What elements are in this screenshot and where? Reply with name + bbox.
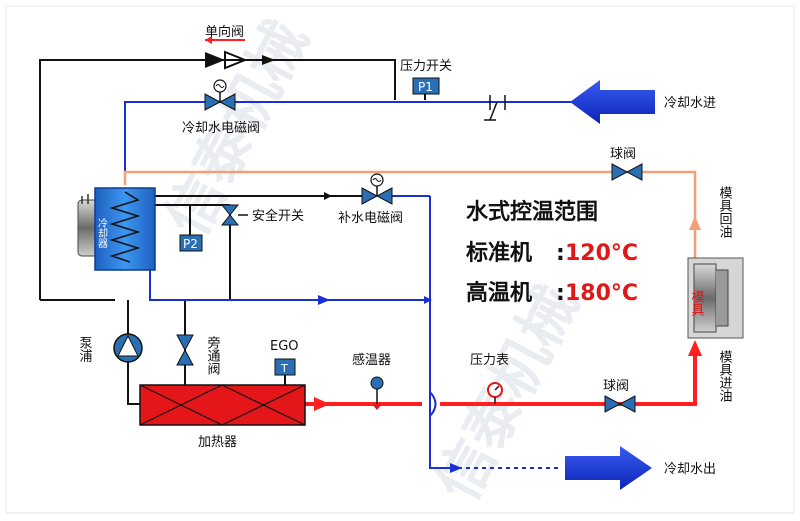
ball-valve-top [611, 163, 643, 181]
manual-valve [484, 95, 506, 121]
p1-label: P1 [418, 80, 433, 94]
high-temp-machine-label: 高温机 [466, 280, 532, 306]
pressure-gauge-label: 压力表 [470, 353, 509, 368]
ego-sensor [274, 358, 296, 376]
pump [113, 333, 143, 363]
p2-label: P2 [183, 237, 198, 251]
pressure-switch-p2 [179, 234, 203, 252]
cooling-solenoid-valve [204, 79, 236, 111]
pipe-crossover [429, 391, 437, 417]
ball-valve-bottom-label: 球阀 [603, 379, 629, 394]
mold [687, 257, 744, 339]
temp-sensor [370, 376, 384, 410]
blue-flow-arrow-1 [318, 295, 330, 305]
cooler: 冷却器 [77, 187, 156, 271]
pressure-gauge [487, 382, 503, 404]
ego-symbol: T [280, 362, 288, 375]
return-arrow [689, 216, 701, 230]
heater [139, 384, 306, 426]
one-way-valve [205, 36, 248, 70]
standard-machine-colon: : [556, 241, 565, 266]
mold-return-label: 模具回油 [717, 186, 733, 238]
hot-arrow-1 [314, 397, 330, 411]
one-way-valve-label: 单向阀 [205, 24, 244, 40]
blue-flow-arrow-2 [450, 463, 462, 473]
mold-label: 模具 [689, 290, 705, 316]
temp-sensor-label: 感温器 [352, 352, 391, 368]
heater-label: 加热器 [198, 435, 237, 450]
cooling-solenoid-label: 冷却水电磁阀 [182, 121, 260, 136]
high-temp-machine-colon: : [556, 281, 565, 306]
cooling-water-out-arrow [565, 446, 652, 490]
pressure-switch-label: 压力开关 [400, 59, 452, 74]
safety-switch [220, 204, 248, 226]
cooling-water-in-arrow [570, 80, 655, 124]
standard-machine-label: 标准机 [466, 240, 532, 266]
makeup-solenoid-label: 补水电磁阀 [338, 211, 403, 226]
makeup-solenoid-valve [361, 173, 393, 205]
blue-pipework [124, 101, 580, 469]
safety-switch-label: 安全开关 [252, 208, 304, 224]
cooling-water-out-label: 冷却水出 [664, 462, 716, 477]
pressure-switch-p1 [412, 77, 440, 95]
standard-machine-temp: 120°C [565, 241, 638, 266]
ball-valve-bottom [604, 395, 636, 413]
loop-arrow [262, 55, 275, 65]
diagram-title: 水式控温范围 [466, 199, 598, 225]
return-pipework [123, 170, 697, 258]
ball-valve-top-label: 球阀 [610, 147, 636, 162]
bypass-valve-label: 旁通阀 [205, 335, 221, 375]
pump-label: 泵浦 [77, 336, 93, 362]
high-temp-machine-temp: 180°C [565, 281, 638, 306]
cooler-label: 冷却器 [96, 217, 108, 249]
mold-inlet-label: 模具进油 [717, 350, 733, 402]
diagram-frame [5, 5, 795, 514]
hot-arrow-2 [688, 340, 702, 356]
bypass-valve [176, 334, 194, 366]
cooling-water-in-label: 冷却水进 [664, 96, 716, 111]
ego-label: EGO [270, 339, 299, 354]
